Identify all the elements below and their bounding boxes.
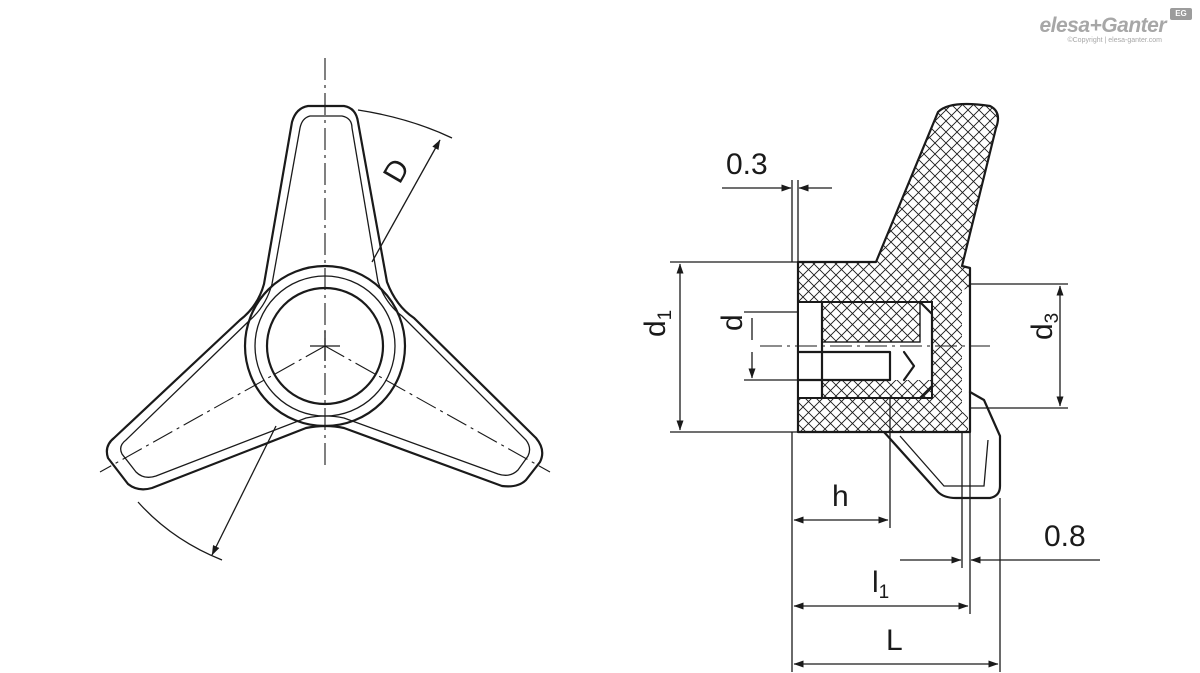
dim-label-l1: l1	[872, 566, 889, 603]
lower-lobe	[882, 390, 1002, 500]
insert-thread-hatch	[821, 301, 921, 343]
brand-mark-icon: EG	[1170, 8, 1192, 20]
dim-label-d3: d3	[1026, 313, 1063, 340]
lower-lobe-inner	[899, 435, 989, 487]
section-body-outline	[796, 102, 1000, 434]
insert-end	[902, 350, 916, 382]
dim-label-D: D	[377, 153, 416, 188]
copyright-note: ©Copyright | elesa-ganter.com	[1067, 37, 1162, 44]
brand-name: elesa+Ganter	[1039, 14, 1166, 37]
dim-label-d: d	[716, 314, 749, 331]
section-body-hatch	[798, 104, 998, 432]
axis-lower-right	[324, 345, 551, 473]
brand-logo: elesa+Ganter EG ©Copyright | elesa-gante…	[1000, 6, 1196, 48]
front-view: D	[99, 58, 551, 561]
dim-label-d1: d1	[639, 310, 676, 337]
dim-label-h: h	[832, 480, 849, 513]
axis-lower-left	[99, 345, 326, 473]
d-dim-line	[371, 139, 441, 263]
d-dim-arc-lower	[137, 501, 223, 561]
dim-label-L: L	[886, 624, 903, 657]
insert-lower-hatch	[822, 380, 932, 398]
d-dim-arc-upper	[357, 109, 453, 139]
insert-chamfer	[918, 300, 934, 400]
section-view: d1 d d3 0.3 h 0.8 l1 L	[639, 102, 1100, 672]
d-dim-line-lower	[211, 425, 277, 556]
dim-label-08: 0.8	[1044, 520, 1086, 553]
dim-label-03: 0.3	[726, 148, 768, 181]
